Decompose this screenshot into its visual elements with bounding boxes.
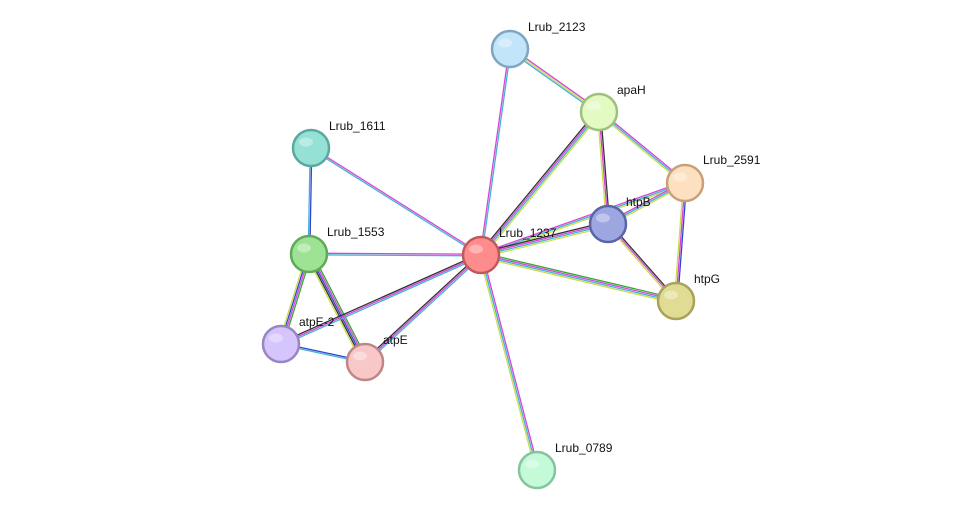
edge-line	[280, 252, 481, 344]
edge-line	[481, 252, 677, 300]
edge-line	[307, 254, 365, 364]
edge-atpE-Lrub_1237[interactable]	[363, 253, 483, 364]
node-circle[interactable]	[517, 450, 557, 490]
node-circle[interactable]	[588, 204, 628, 244]
node-circle[interactable]	[289, 234, 329, 274]
edge-Lrub_1237-Lrub_2123[interactable]	[479, 48, 512, 256]
edge-Lrub_2591-htpG[interactable]	[673, 182, 688, 302]
edge-Lrub_1611-Lrub_1237[interactable]	[310, 146, 482, 257]
edge-line	[311, 252, 369, 361]
labels-layer: Lrub_1237 Lrub_2123 apaH Lrub_2591 htpB htpG L…	[299, 20, 761, 455]
node-highlight	[525, 459, 539, 469]
node-highlight	[664, 290, 678, 300]
edge-line	[308, 253, 366, 363]
node-circle[interactable]	[665, 163, 705, 203]
edge-line	[480, 180, 685, 255]
edge-line	[478, 110, 598, 254]
edge-line	[363, 253, 481, 362]
node-label-Lrub_1553: Lrub_1553	[327, 225, 385, 239]
edge-line	[480, 182, 686, 256]
edge-line	[676, 183, 688, 302]
edge-line	[479, 48, 510, 255]
edge-line	[309, 252, 482, 255]
node-circle[interactable]	[461, 235, 501, 275]
edge-line	[310, 148, 481, 257]
node-label-atpE: atpE	[383, 333, 408, 347]
edge-line	[480, 256, 676, 304]
node-label-atpE-2: atpE-2	[299, 315, 335, 329]
node-label-Lrub_0789: Lrub_0789	[555, 441, 613, 455]
node-highlight	[596, 213, 610, 223]
node-label-htpG: htpG	[694, 272, 720, 286]
node-htpG[interactable]	[656, 281, 696, 321]
edge-line	[479, 111, 599, 255]
edge-line	[364, 254, 482, 363]
edge-line	[481, 112, 601, 256]
edge-line	[481, 253, 677, 301]
node-label-Lrub_2123: Lrub_2123	[528, 20, 586, 34]
edge-line	[481, 254, 540, 470]
node-highlight	[498, 38, 512, 48]
nodes-layer	[261, 29, 705, 490]
node-apaH[interactable]	[579, 92, 619, 132]
node-label-Lrub_1611: Lrub_1611	[329, 119, 386, 133]
edge-Lrub_1237-htpB[interactable]	[480, 221, 609, 258]
edge-line	[311, 146, 482, 255]
edge-line	[482, 113, 602, 257]
node-circle[interactable]	[579, 92, 619, 132]
node-label-htpB: htpB	[626, 195, 651, 209]
edge-Lrub_1237-htpG[interactable]	[480, 252, 677, 304]
node-Lrub_1237[interactable]	[461, 235, 501, 275]
node-circle[interactable]	[490, 29, 530, 69]
node-highlight	[269, 333, 283, 343]
edge-line	[281, 255, 482, 347]
edge-Lrub_1553-Lrub_1237[interactable]	[308, 252, 482, 257]
edge-line	[305, 255, 363, 364]
edge-line	[480, 221, 608, 254]
edge-line	[280, 254, 482, 345]
node-Lrub_1611[interactable]	[291, 128, 331, 168]
node-label-Lrub_1237: Lrub_1237	[499, 226, 557, 240]
node-highlight	[299, 137, 313, 147]
node-htpB[interactable]	[588, 204, 628, 244]
edge-line	[673, 182, 685, 301]
edge-line	[308, 254, 481, 257]
edge-line	[365, 255, 483, 364]
edge-Lrub_1237-Lrub_0789[interactable]	[478, 254, 540, 471]
edge-line	[480, 255, 676, 303]
node-Lrub_1553[interactable]	[289, 234, 329, 274]
node-highlight	[353, 351, 367, 361]
node-circle[interactable]	[261, 324, 301, 364]
node-highlight	[297, 243, 311, 253]
node-Lrub_0789[interactable]	[517, 450, 557, 490]
edge-line	[480, 254, 538, 471]
edge-line	[675, 182, 686, 302]
node-circle[interactable]	[291, 128, 331, 168]
edge-line	[481, 225, 609, 258]
node-label-apaH: apaH	[617, 83, 646, 97]
node-Lrub_2591[interactable]	[665, 163, 705, 203]
node-highlight	[673, 172, 687, 182]
edge-line	[480, 222, 608, 255]
edge-Lrub_1553-atpE[interactable]	[305, 252, 369, 364]
edge-line	[481, 49, 512, 256]
node-label-Lrub_2591: Lrub_2591	[703, 153, 761, 167]
edge-Lrub_1237-apaH[interactable]	[478, 110, 602, 257]
node-highlight	[587, 101, 601, 111]
node-circle[interactable]	[656, 281, 696, 321]
edge-line	[309, 252, 367, 362]
node-Lrub_2123[interactable]	[490, 29, 530, 69]
edge-line	[481, 224, 609, 257]
edge-line	[478, 255, 537, 471]
edge-atpE-2-Lrub_1237[interactable]	[280, 252, 482, 347]
node-circle[interactable]	[345, 342, 385, 382]
node-atpE[interactable]	[345, 342, 385, 382]
node-highlight	[469, 244, 483, 254]
node-atpE-2[interactable]	[261, 324, 301, 364]
